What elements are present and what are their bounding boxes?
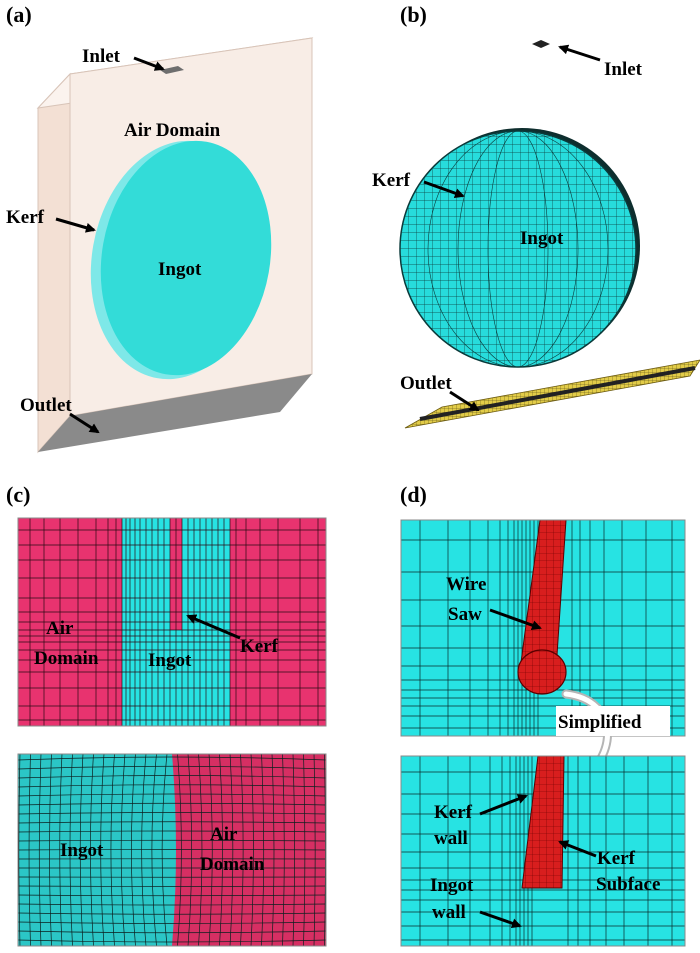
ingot-wall-arrow: [479, 910, 522, 929]
kerf-label-c: Kerf: [240, 636, 279, 657]
panel-c: (c) Air Domain Ingot Kerf Ingot Air Doma…: [6, 482, 327, 951]
mesh-line: [18, 821, 326, 824]
mesh-line: [18, 949, 326, 951]
panel-a-label: (a): [6, 2, 32, 27]
air-label-c-bottom: Air: [210, 824, 238, 845]
kerf-subface: [521, 756, 565, 889]
ingot-wall-label-1: Ingot: [430, 875, 474, 896]
kerf-arrow: [55, 217, 96, 233]
inlet-arrow: [133, 56, 165, 71]
wire-saw-end: [517, 649, 567, 695]
ingot-label-c-bottom: Ingot: [60, 840, 104, 861]
mesh-line: [18, 802, 326, 806]
panel-d-bottom: [401, 756, 685, 946]
mesh-line: [18, 939, 326, 943]
mesh-line: [177, 754, 182, 946]
outlet-arrow-b: [449, 390, 480, 412]
ingot-label-c-top: Ingot: [148, 650, 192, 671]
mesh-line: [18, 793, 326, 797]
kerf-arrow-c: [186, 614, 241, 640]
mesh-line: [18, 885, 326, 887]
outlet-arrow: [69, 412, 100, 434]
panel-a: (a) Inlet Air Domain Kerf Ingot Outlet: [6, 2, 314, 454]
ingot-disc: [100, 140, 272, 376]
panel-b: (b) Inlet Ingot Kerf Outlet: [372, 2, 700, 429]
saw-label: Saw: [448, 604, 482, 625]
ingot-wall-label-2: wall: [432, 902, 466, 923]
air-domain-label: Air Domain: [124, 120, 221, 141]
kerf-subface-label-1: Kerf: [597, 848, 636, 869]
mesh-line: [18, 784, 326, 788]
inlet-label: Inlet: [82, 46, 121, 67]
mesh-line: [18, 812, 326, 815]
kerf-label: Kerf: [6, 207, 45, 228]
panel-c-top: [18, 518, 326, 726]
kerf-subface-label-2: Subface: [596, 874, 660, 895]
domain-label-c-bottom: Domain: [200, 854, 265, 875]
inlet-arrow-b: [558, 44, 601, 62]
panel-d-label: (d): [400, 482, 427, 507]
mesh-line: [161, 754, 168, 946]
mesh-line: [18, 849, 326, 851]
simplified-label: Simplified: [558, 712, 642, 733]
wire-saw-arrow: [489, 608, 542, 630]
ingot-mesh-b: [399, 130, 637, 368]
outlet-center-band: [419, 366, 696, 421]
mesh-line: [18, 912, 326, 915]
mesh-line: [18, 756, 326, 761]
inlet-mesh: [532, 40, 550, 48]
mesh-line: [18, 775, 326, 779]
ingot-label-b: Ingot: [520, 228, 564, 249]
mesh-line: [18, 930, 326, 934]
outlet-label-b: Outlet: [400, 373, 452, 394]
mesh-line: [18, 765, 326, 770]
kerf-label-b: Kerf: [372, 170, 411, 191]
kerf-wall-arrow: [479, 794, 528, 816]
inlet-label-b: Inlet: [604, 59, 643, 80]
air-label-c: Air: [46, 618, 74, 639]
wire-label: Wire: [446, 574, 486, 595]
simplified-label-bg: [556, 706, 670, 736]
mesh-line: [18, 839, 326, 842]
mesh-line: [18, 830, 326, 833]
panel-c-bottom: [18, 754, 326, 951]
panel-c-label: (c): [6, 482, 30, 507]
ingot-label: Ingot: [158, 259, 202, 280]
outlet-label: Outlet: [20, 395, 72, 416]
ingot-mesh-lines-b: [427, 131, 609, 367]
kerf-wall-label-1: Kerf: [434, 802, 473, 823]
panel-d: (d) Wire Saw Simplified Kerf wall Kerf S…: [400, 482, 686, 947]
outlet-face: [38, 374, 312, 452]
mesh-line: [18, 921, 326, 924]
kerf-wall-label-2: wall: [434, 828, 468, 849]
kerf-subface-arrow: [558, 840, 597, 858]
domain-label-c: Domain: [34, 648, 99, 669]
panel-d-top: [401, 520, 685, 736]
mesh-line: [18, 903, 326, 906]
panel-b-label: (b): [400, 2, 427, 27]
mesh-line: [18, 894, 326, 897]
inlet-face: [160, 66, 184, 74]
kerf-arrow-b: [423, 180, 465, 199]
